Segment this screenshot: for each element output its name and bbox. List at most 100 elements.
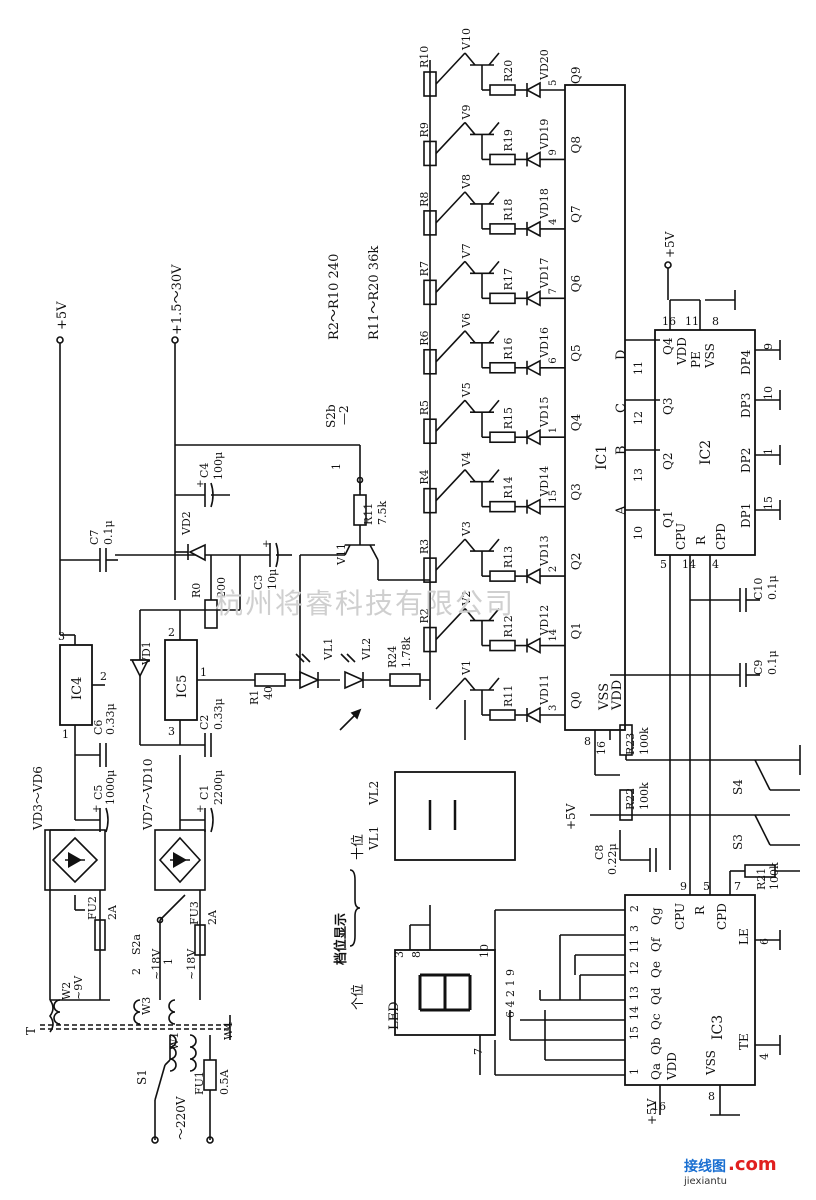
c1-label: C1	[198, 785, 211, 800]
ladder-r-label: R3	[418, 539, 431, 554]
ladder-rb-label: R13	[502, 546, 515, 568]
c6-value: 0.33μ	[104, 703, 117, 735]
led-pin8: 8	[410, 951, 423, 958]
ic3-pin8: 8	[708, 1090, 715, 1103]
ic2-pe: PE	[689, 351, 703, 368]
ladder-rb-label: R12	[502, 615, 515, 637]
c6-label: C6	[92, 720, 105, 735]
ladder-wire	[435, 191, 466, 224]
resistor-r0: R0 200	[190, 555, 228, 629]
r11b-value: 7.5k	[376, 501, 389, 525]
ladder-transistor-c	[464, 399, 476, 413]
ladder-rb-5	[489, 361, 516, 374]
ic1-out-q8: Q8	[569, 136, 583, 153]
fu3-value: 2A	[206, 909, 219, 925]
s3-label: S3	[731, 834, 745, 850]
ic1-pin16: 16	[595, 741, 608, 755]
ic3-qg: Qg	[649, 907, 663, 925]
mains-label: ～220V	[174, 1096, 188, 1140]
ic4-pin1: 1	[62, 728, 69, 741]
ladder-vd-label: VD18	[538, 188, 551, 220]
ic3-pin6: 6	[758, 938, 771, 945]
diode-vd2: VD2	[175, 511, 206, 562]
ic2-pin5: 5	[660, 558, 667, 571]
ladder-diode-7	[525, 220, 541, 238]
r22-label: R22	[624, 788, 637, 810]
label-plus5v: +5V	[55, 301, 70, 330]
ladder-transistor-c	[464, 677, 476, 691]
ic2-label: IC2	[698, 440, 714, 465]
ic1-out-pin: 1	[548, 427, 559, 433]
fu2-label: FU2	[86, 896, 99, 920]
ladder-transistor-e	[488, 469, 500, 483]
ladder-rb-label: R16	[502, 337, 515, 359]
ladder-r-label: R8	[418, 192, 431, 207]
cap-c7: C7 0.1μ	[60, 520, 118, 572]
ladder-diode-4	[525, 428, 541, 446]
ic2-q4: Q4	[661, 337, 675, 355]
c10-label: C10	[752, 578, 765, 600]
ladder-rb-7	[489, 223, 516, 235]
ic1-out-pin: 7	[548, 288, 559, 294]
ic1-out-q7: Q7	[569, 205, 583, 222]
ladder-rb-label: R14	[502, 476, 515, 498]
ic2-vdd: VDD	[675, 337, 689, 366]
ladder-wire	[435, 330, 466, 363]
fuse-fu3: FU3 2A	[188, 901, 219, 956]
c9-label: C9	[752, 660, 765, 675]
ladder-rb-6	[489, 292, 516, 305]
ladder-wire	[435, 538, 466, 571]
ic2-dp2: DP2	[739, 448, 753, 473]
ladder-r-label: R9	[418, 122, 431, 137]
ladder-transistor-e	[488, 538, 500, 552]
ladder-rb-label: R11	[502, 685, 515, 707]
ladder-vd-label: VD17	[538, 258, 551, 290]
display-labels: 十位 个位 档位显示	[333, 834, 366, 1010]
ic3-cpu: CPU	[673, 903, 687, 930]
ic2-vcc-label: +5V	[663, 231, 677, 258]
ic1-out-pin: 14	[548, 629, 559, 642]
r24-value: 1.78k	[400, 637, 413, 668]
switch-s2a: S2a 2 1	[130, 894, 186, 1000]
ic3-qe: Qe	[649, 961, 663, 978]
logo-text: 接线图	[684, 1159, 726, 1175]
w4-label: W4	[222, 1022, 235, 1040]
ic3-pin2: 2	[628, 905, 641, 912]
ladder-r-label: R5	[418, 400, 431, 415]
ladder-rb-label: R20	[502, 60, 515, 82]
w4-volt: ~18V	[185, 948, 198, 980]
ladder-r-label: R4	[418, 469, 431, 484]
ladder-transistor-e	[488, 52, 500, 66]
led-vl2: VL2	[340, 638, 380, 690]
ic3-label: IC3	[710, 1015, 726, 1040]
ladder-diode-0	[525, 706, 541, 724]
r23-value: 100k	[638, 727, 651, 755]
svg-text:+: +	[196, 804, 204, 815]
ic3-pin14: 14	[628, 1006, 641, 1020]
logo-dotcom: .com	[728, 1154, 777, 1175]
resistor-r24: R24 1.78k	[380, 637, 430, 687]
ic1-pin8: 8	[584, 735, 591, 748]
ic2-r: R	[694, 535, 708, 545]
c3-label: C3	[252, 575, 265, 590]
ic1-pin11: 11	[632, 361, 645, 375]
ic1-pin10: 10	[632, 526, 645, 540]
s4-label: S4	[731, 779, 745, 795]
svg-text:+: +	[262, 539, 270, 550]
c10-value: 0.1μ	[766, 575, 779, 600]
logo-url: jiexiantu	[684, 1176, 727, 1187]
ladder-diode-6	[525, 289, 541, 307]
ic3-pin3: 3	[628, 925, 641, 932]
ic3-vdd: VDD	[665, 1052, 679, 1081]
led-pin10: 10	[478, 944, 491, 958]
v11-label: V11	[335, 543, 348, 566]
vd1-label: VD1	[140, 641, 153, 666]
ic3-pin16: 16	[652, 1100, 666, 1113]
r21-label: R21	[755, 868, 768, 890]
ic4-pin2: 2	[100, 670, 107, 683]
s2a-pos2: 2	[130, 968, 143, 975]
ladder-rb-label: R19	[502, 129, 515, 151]
ladder-diode-9	[525, 81, 541, 99]
ic1-out-pin: 9	[548, 149, 559, 155]
